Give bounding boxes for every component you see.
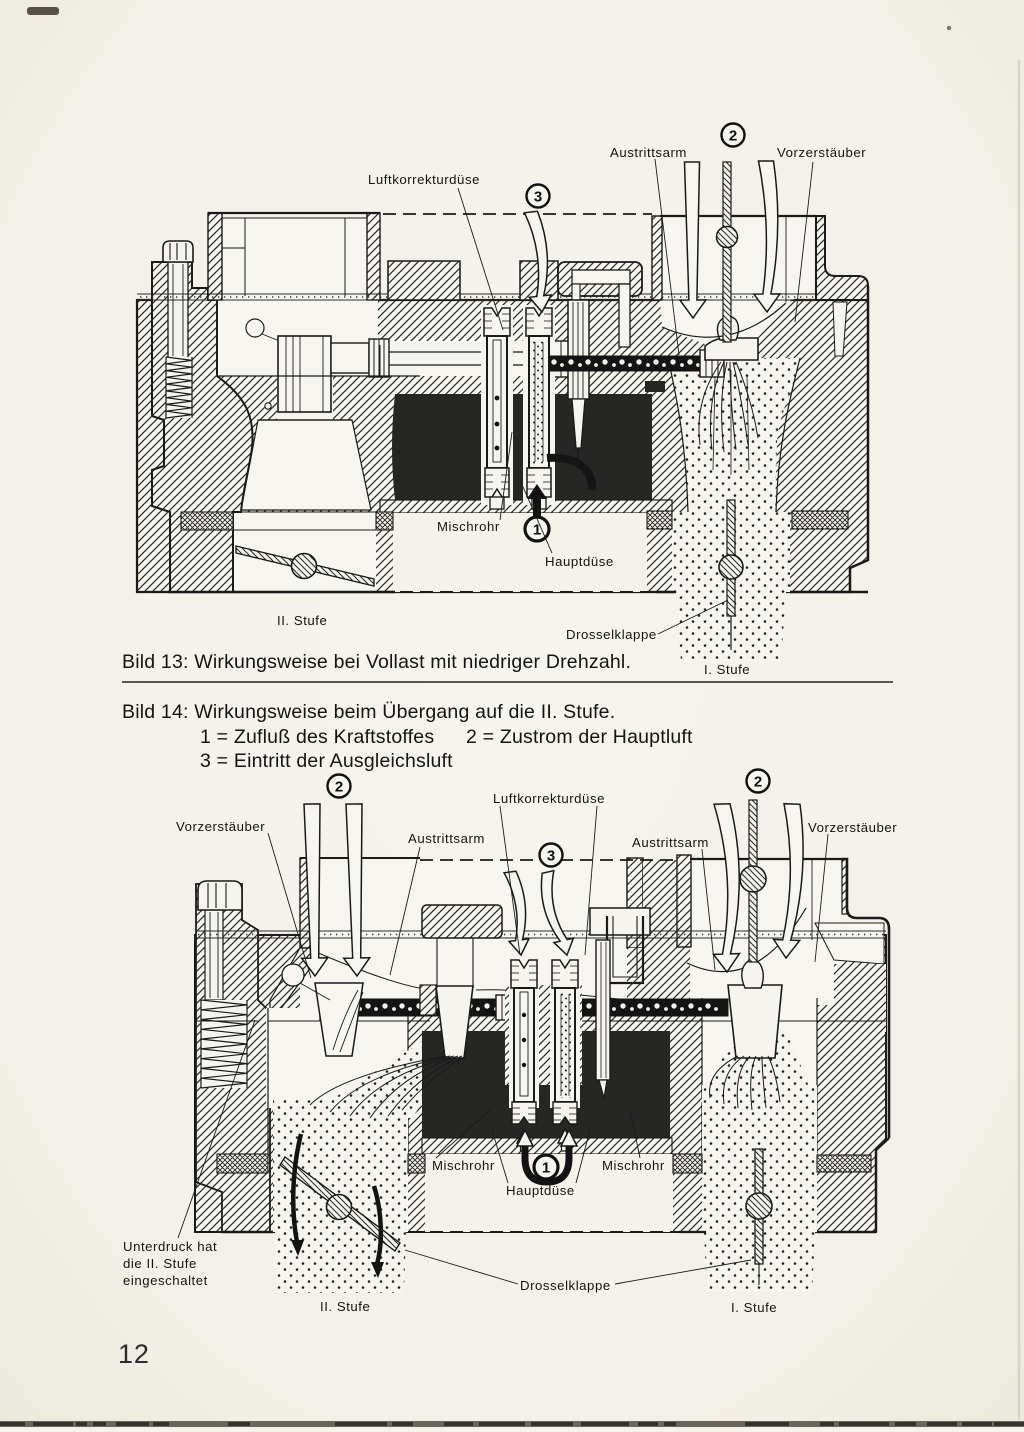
svg-text:II. Stufe: II. Stufe bbox=[277, 613, 327, 628]
svg-text:Luftkorrekturdüse: Luftkorrekturdüse bbox=[368, 172, 480, 187]
svg-text:Vorzerstäuber: Vorzerstäuber bbox=[176, 819, 265, 834]
svg-text:Austrittsarm: Austrittsarm bbox=[632, 835, 709, 850]
svg-text:Vorzerstäuber: Vorzerstäuber bbox=[808, 820, 897, 835]
svg-text:die II. Stufe: die II. Stufe bbox=[123, 1256, 197, 1271]
svg-text:12: 12 bbox=[118, 1339, 150, 1369]
svg-text:eingeschaltet: eingeschaltet bbox=[123, 1273, 208, 1288]
svg-text:3: 3 bbox=[547, 847, 555, 864]
svg-text:3: 3 bbox=[534, 188, 542, 205]
svg-text:Mischrohr: Mischrohr bbox=[437, 519, 500, 534]
svg-text:3 = Eintritt der Ausgleichsluf: 3 = Eintritt der Ausgleichsluft bbox=[200, 750, 453, 772]
svg-text:Drosselklappe: Drosselklappe bbox=[520, 1278, 611, 1293]
svg-text:I. Stufe: I. Stufe bbox=[704, 662, 750, 677]
svg-text:2: 2 bbox=[335, 778, 343, 795]
svg-text:1: 1 bbox=[533, 521, 541, 538]
svg-text:I. Stufe: I. Stufe bbox=[731, 1300, 777, 1315]
svg-text:Bild 14: Wirkungsweise beim Üb: Bild 14: Wirkungsweise beim Übergang auf… bbox=[122, 701, 615, 723]
svg-text:2: 2 bbox=[729, 127, 737, 144]
svg-text:Hauptdüse: Hauptdüse bbox=[545, 554, 614, 569]
svg-text:1: 1 bbox=[542, 1159, 550, 1176]
svg-text:Hauptdüse: Hauptdüse bbox=[506, 1183, 575, 1198]
svg-text:Vorzerstäuber: Vorzerstäuber bbox=[777, 145, 866, 160]
svg-text:1 = Zufluß des Kraftstoffes: 1 = Zufluß des Kraftstoffes bbox=[200, 726, 434, 748]
svg-text:Drosselklappe: Drosselklappe bbox=[566, 627, 657, 642]
svg-text:Luftkorrekturdüse: Luftkorrekturdüse bbox=[493, 791, 605, 806]
svg-text:2: 2 bbox=[754, 773, 762, 790]
svg-text:Mischrohr: Mischrohr bbox=[432, 1158, 495, 1173]
svg-text:Unterdruck hat: Unterdruck hat bbox=[123, 1239, 217, 1254]
svg-text:Austrittsarm: Austrittsarm bbox=[610, 145, 687, 160]
svg-text:Austrittsarm: Austrittsarm bbox=[408, 831, 485, 846]
svg-text:2 = Zustrom der Hauptluft: 2 = Zustrom der Hauptluft bbox=[466, 726, 693, 748]
svg-text:II. Stufe: II. Stufe bbox=[320, 1299, 370, 1314]
svg-text:Mischrohr: Mischrohr bbox=[602, 1158, 665, 1173]
svg-text:Bild 13: Wirkungsweise bei Vol: Bild 13: Wirkungsweise bei Vollast mit n… bbox=[122, 651, 631, 673]
